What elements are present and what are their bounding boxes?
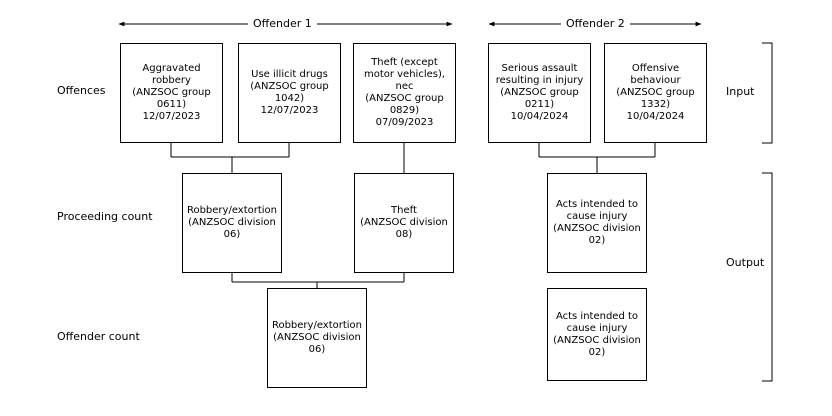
proceeding-box: Theft (ANZSOC division 08): [354, 173, 454, 273]
offender-count-box: Acts intended to cause injury (ANZSOC di…: [547, 288, 647, 381]
row-label-offender-count: Offender count: [57, 330, 140, 343]
input-bracket: [762, 42, 773, 144]
offence-text: Theft (except motor vehicles), nec (ANZS…: [363, 57, 446, 128]
side-label-output: Output: [726, 256, 765, 269]
offender-count-box: Robbery/extortion (ANZSOC division 06): [267, 288, 367, 388]
side-label-input: Input: [726, 85, 755, 98]
proceeding-text: Acts intended to cause injury (ANZSOC di…: [553, 199, 641, 246]
proceeding-box: Acts intended to cause injury (ANZSOC di…: [547, 173, 647, 273]
offender1-header: Offender 1: [248, 17, 317, 31]
proceeding-box: Robbery/extortion (ANZSOC division 06): [182, 173, 282, 273]
offence-box: Aggravated robbery (ANZSOC group 0611) 1…: [120, 43, 223, 143]
offence-text: Serious assault resulting in injury (ANZ…: [495, 63, 584, 122]
offence-text: Aggravated robbery (ANZSOC group 0611) 1…: [132, 63, 211, 122]
offender-count-text: Robbery/extortion (ANZSOC division 06): [271, 320, 363, 355]
proceeding-text: Robbery/extortion (ANZSOC division 06): [186, 205, 278, 240]
offender2-header: Offender 2: [561, 17, 630, 31]
output-bracket: [762, 172, 773, 382]
offence-text: Use illicit drugs (ANZSOC group 1042) 12…: [250, 69, 329, 116]
offence-text: Offensive behaviour (ANZSOC group 1332) …: [616, 63, 695, 122]
proceeding-text: Theft (ANZSOC division 08): [360, 205, 448, 240]
offender-count-text: Acts intended to cause injury (ANZSOC di…: [553, 310, 641, 358]
offence-box: Theft (except motor vehicles), nec (ANZS…: [353, 43, 456, 143]
offence-box: Serious assault resulting in injury (ANZ…: [488, 43, 591, 143]
offence-box: Use illicit drugs (ANZSOC group 1042) 12…: [238, 43, 341, 143]
offence-box: Offensive behaviour (ANZSOC group 1332) …: [604, 43, 707, 143]
row-label-offences: Offences: [57, 84, 106, 97]
row-label-proceeding-count: Proceeding count: [57, 210, 153, 223]
